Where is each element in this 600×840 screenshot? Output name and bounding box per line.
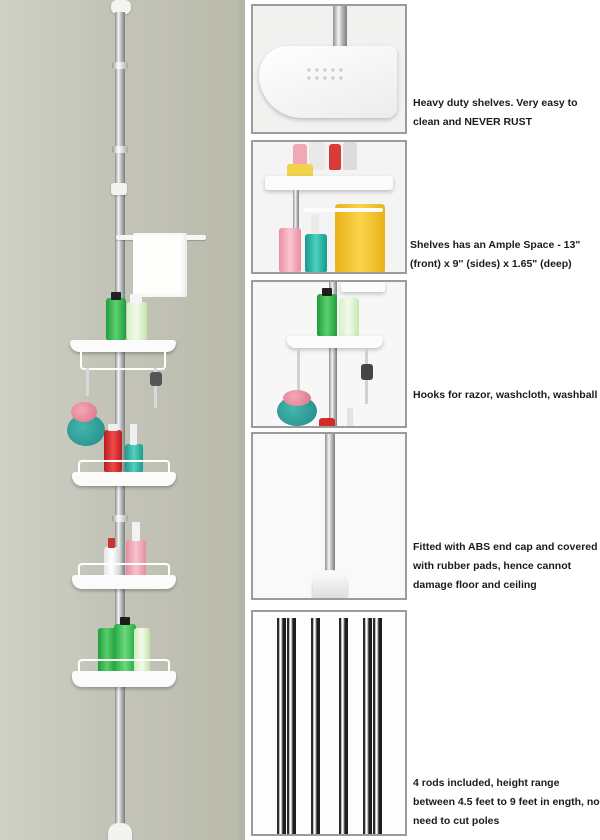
bottle-pink (293, 144, 307, 170)
hand-towel (133, 233, 187, 297)
rod (339, 618, 348, 834)
product-hero-image (0, 0, 245, 840)
yellow-towel (335, 204, 385, 272)
razor (361, 364, 373, 380)
bottle-pump (347, 408, 353, 426)
towel-rail (303, 208, 383, 212)
shelf-rail (78, 659, 170, 673)
bottle-pump (130, 424, 137, 445)
detail-panel-endcap (251, 432, 407, 600)
shelf-cap (341, 282, 385, 292)
caption-shelf: Heavy duty shelves. Very easy to clean a… (413, 97, 578, 128)
rod (287, 618, 296, 834)
bottle-pump (311, 214, 319, 234)
green-bottle (125, 444, 143, 472)
corner-shelf (70, 340, 176, 352)
bottle-pink (279, 228, 301, 272)
pole-closeup (333, 6, 347, 56)
bottle-light (339, 298, 359, 336)
bottle-cap (130, 294, 142, 303)
small-clip (111, 183, 127, 195)
caption-space: Shelves has an Ample Space - 13" (front)… (410, 239, 581, 270)
rod (373, 618, 382, 834)
hook (297, 348, 300, 396)
bath-puff (71, 402, 97, 422)
bottle-red (329, 144, 341, 170)
bottom-end-cap (108, 823, 132, 840)
shelf-drain-holes (305, 66, 345, 82)
shelf-closeup (259, 46, 397, 118)
caption-endcap: Fitted with ABS end cap and covered with… (413, 541, 598, 591)
hook (154, 368, 157, 408)
top-end-cap (111, 0, 131, 14)
wall-edge (239, 0, 245, 840)
pole-closeup (325, 434, 335, 574)
bottle-green (317, 294, 337, 336)
razor (150, 372, 162, 386)
bottle-pump (132, 522, 140, 541)
abs-end-cap (313, 570, 347, 598)
detail-panel-hooks (251, 280, 407, 428)
corner-shelf (72, 671, 176, 687)
green-bottle (127, 302, 147, 340)
pole-joint (112, 62, 128, 69)
bottle-cap (108, 424, 118, 431)
bottle-cap (120, 617, 130, 625)
bottle-red (319, 418, 335, 426)
green-bottle (134, 628, 150, 676)
green-bottle (106, 298, 126, 340)
pole-joint (112, 146, 128, 153)
bottle-pump (111, 292, 121, 300)
bottle-teal (343, 142, 357, 170)
tension-pole (115, 12, 125, 828)
detail-panel-space (251, 140, 407, 274)
shelf-tray (265, 176, 393, 190)
green-bottle (114, 624, 136, 676)
bottle-cap (108, 538, 115, 548)
shelf-rail (78, 563, 170, 577)
pole-joint (112, 515, 128, 522)
bottle-cap (322, 288, 332, 296)
bottle-yellow (287, 164, 313, 178)
corner-shelf (72, 472, 176, 486)
pole-closeup (329, 282, 337, 426)
rod (277, 618, 286, 834)
rod (311, 618, 320, 834)
shelf-rail (78, 460, 170, 474)
bath-puff (283, 390, 311, 406)
green-bottle (98, 628, 116, 676)
bottle-green (309, 142, 325, 170)
corner-shelf (72, 575, 176, 589)
hook (86, 368, 89, 396)
bottle-teal (305, 234, 327, 272)
detail-panel-rods (251, 610, 407, 836)
caption-hooks: Hooks for razor, washcloth, washball (413, 389, 598, 401)
detail-panel-shelf (251, 4, 407, 134)
shelf-rail (80, 352, 166, 370)
shelf-tray (287, 336, 383, 348)
small-bottle (104, 547, 120, 577)
pink-bottle (126, 540, 146, 577)
rod (363, 618, 372, 834)
caption-rods: 4 rods included, height range between 4.… (413, 777, 600, 827)
